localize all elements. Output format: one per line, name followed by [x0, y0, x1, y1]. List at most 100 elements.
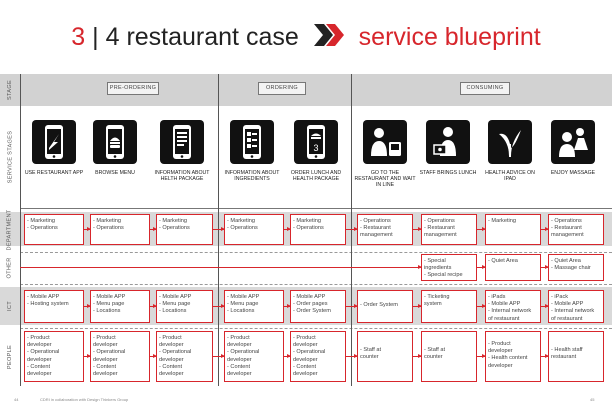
flow-arrow	[213, 227, 225, 231]
ict-card: - Mobile APP- Hosting system	[24, 290, 84, 323]
leaf-icon	[488, 120, 532, 164]
waiting-person-icon	[363, 120, 407, 164]
page-title: 3 | 4 restaurant case service blueprint	[0, 22, 612, 54]
stage-band	[0, 74, 612, 106]
flow-arrow	[477, 304, 486, 308]
department-card: - Marketing	[485, 214, 541, 245]
step-caption: ENJOY MASSAGE	[550, 170, 596, 176]
flow-arrow	[477, 354, 486, 358]
flow-arrow	[541, 265, 549, 269]
department-card: - Operations- Restaurant management	[421, 214, 477, 245]
flow-arrow	[541, 227, 549, 231]
info-phone-icon	[160, 120, 204, 164]
department-card: - Operations- Restaurant management	[357, 214, 413, 245]
double-chevron-icon	[312, 23, 346, 54]
flow-arrow	[84, 304, 91, 308]
flow-arrow	[284, 227, 291, 231]
flow-arrow	[20, 265, 422, 269]
ict-card: - iPack- Mobile APP- Internal network of…	[548, 290, 604, 323]
massage-icon	[551, 120, 595, 164]
phase-ordering: ORDERING	[258, 82, 306, 95]
flow-arrow	[477, 265, 486, 269]
ict-card: - Mobile APP- Menu page- Locations	[156, 290, 213, 323]
department-card: - Marketing- Operations	[224, 214, 284, 245]
flow-arrow	[284, 354, 291, 358]
other-card: - Special ingredients- Special recipe	[421, 254, 477, 281]
step-caption: STAFF BRINGS LUNCH	[419, 170, 477, 176]
app-phone-icon	[32, 120, 76, 164]
divider-left	[20, 74, 21, 386]
title-part2: service blueprint	[358, 23, 541, 51]
separator-ict	[20, 328, 612, 329]
menu-phone-icon	[93, 120, 137, 164]
row-label-people: PEOPLE	[7, 344, 13, 370]
title-part1: 4 restaurant case	[105, 23, 299, 51]
step-caption: USE RESTAURANT APP	[24, 170, 84, 176]
flow-arrow	[346, 304, 358, 308]
separator-service	[20, 208, 612, 209]
flow-arrow	[84, 354, 91, 358]
flow-arrow	[84, 227, 91, 231]
ict-card: - Mobile APP- Order pages- Order System	[290, 290, 346, 323]
people-card: - Product developer- Operational develop…	[290, 331, 346, 382]
people-card: - Staff at counter	[421, 331, 477, 382]
ingredients-phone-icon	[230, 120, 274, 164]
ict-card: - Order System	[357, 290, 413, 323]
divider-ordering-consuming	[351, 74, 352, 386]
department-card: - Operations- Restaurant management	[548, 214, 604, 245]
step-caption: INFORMATION ABOUT INGREDIENTS	[224, 170, 280, 182]
department-card: - Marketing- Operations	[90, 214, 150, 245]
flow-arrow	[213, 304, 225, 308]
separator-other	[20, 284, 612, 285]
flow-arrow	[346, 227, 358, 231]
ict-card: - iPads- Mobile APP- Internal network of…	[485, 290, 541, 323]
row-label-stage: STAGE	[7, 79, 14, 101]
flow-arrow	[150, 304, 157, 308]
department-card: - Marketing- Operations	[24, 214, 84, 245]
waiter-icon	[426, 120, 470, 164]
flow-arrow	[413, 354, 422, 358]
flow-arrow	[413, 227, 422, 231]
step-caption: INFORMATION ABOUT HELTH PACKAGE	[154, 170, 210, 182]
row-label-other: OTHER	[7, 257, 14, 279]
footer-credit: CDRI in collaboration with Design Thinke…	[40, 397, 129, 402]
flow-arrow	[346, 354, 358, 358]
people-card: - Product developer- Health content deve…	[485, 331, 541, 382]
page-number-right: 45	[590, 397, 595, 402]
divider-pre-ordering-ordering	[218, 74, 219, 386]
people-card: - Product developer- Operational develop…	[24, 331, 84, 382]
people-card: - Product developer- Operational develop…	[90, 331, 150, 382]
step-caption: BROWSE MENU	[95, 170, 135, 176]
other-card: - Quiet Area	[485, 254, 541, 281]
people-card: - Product developer- Operational develop…	[156, 331, 213, 382]
flow-arrow	[284, 304, 291, 308]
order-screen-number: 3	[313, 143, 318, 153]
flow-arrow	[541, 304, 549, 308]
other-card: - Quiet Area- Massage chair	[548, 254, 604, 281]
title-separator: |	[92, 23, 99, 51]
step-caption: GO TO THE RESTAURANT AND WAIT IN LINE	[354, 170, 416, 188]
ict-card: - Ticketing system	[421, 290, 477, 323]
title-number: 3	[71, 23, 86, 51]
row-label-service-stages: SERVICE STAGES	[7, 130, 13, 184]
separator-department	[20, 252, 612, 253]
people-card: - Product developer- Operational develop…	[224, 331, 284, 382]
row-label-ict: ICT	[6, 301, 13, 311]
step-caption: ORDER LUNCH AND HEALTH PACKAGE	[290, 170, 342, 182]
step-caption: HEALTH ADVICE ON IPAD	[485, 170, 535, 182]
order-phone-icon: 3	[294, 120, 338, 164]
flow-arrow	[150, 227, 157, 231]
people-card: - Staff at counter	[357, 331, 413, 382]
row-label-department: DEPARTMENT	[7, 209, 13, 251]
flow-arrow	[541, 354, 549, 358]
people-card: - Health staff restaurant	[548, 331, 604, 382]
ict-card: - Mobile APP- Menu page- Locations	[224, 290, 284, 323]
phase-pre-ordering: PRE-ORDERING	[107, 82, 159, 95]
phase-consuming: CONSUMING	[460, 82, 510, 95]
ict-card: - Mobile APP- Menu page- Locations	[90, 290, 150, 323]
flow-arrow	[477, 227, 486, 231]
department-card: - Marketing- Operations	[290, 214, 346, 245]
flow-arrow	[413, 304, 422, 308]
department-card: - Marketing- Operations	[156, 214, 213, 245]
flow-arrow	[150, 354, 157, 358]
